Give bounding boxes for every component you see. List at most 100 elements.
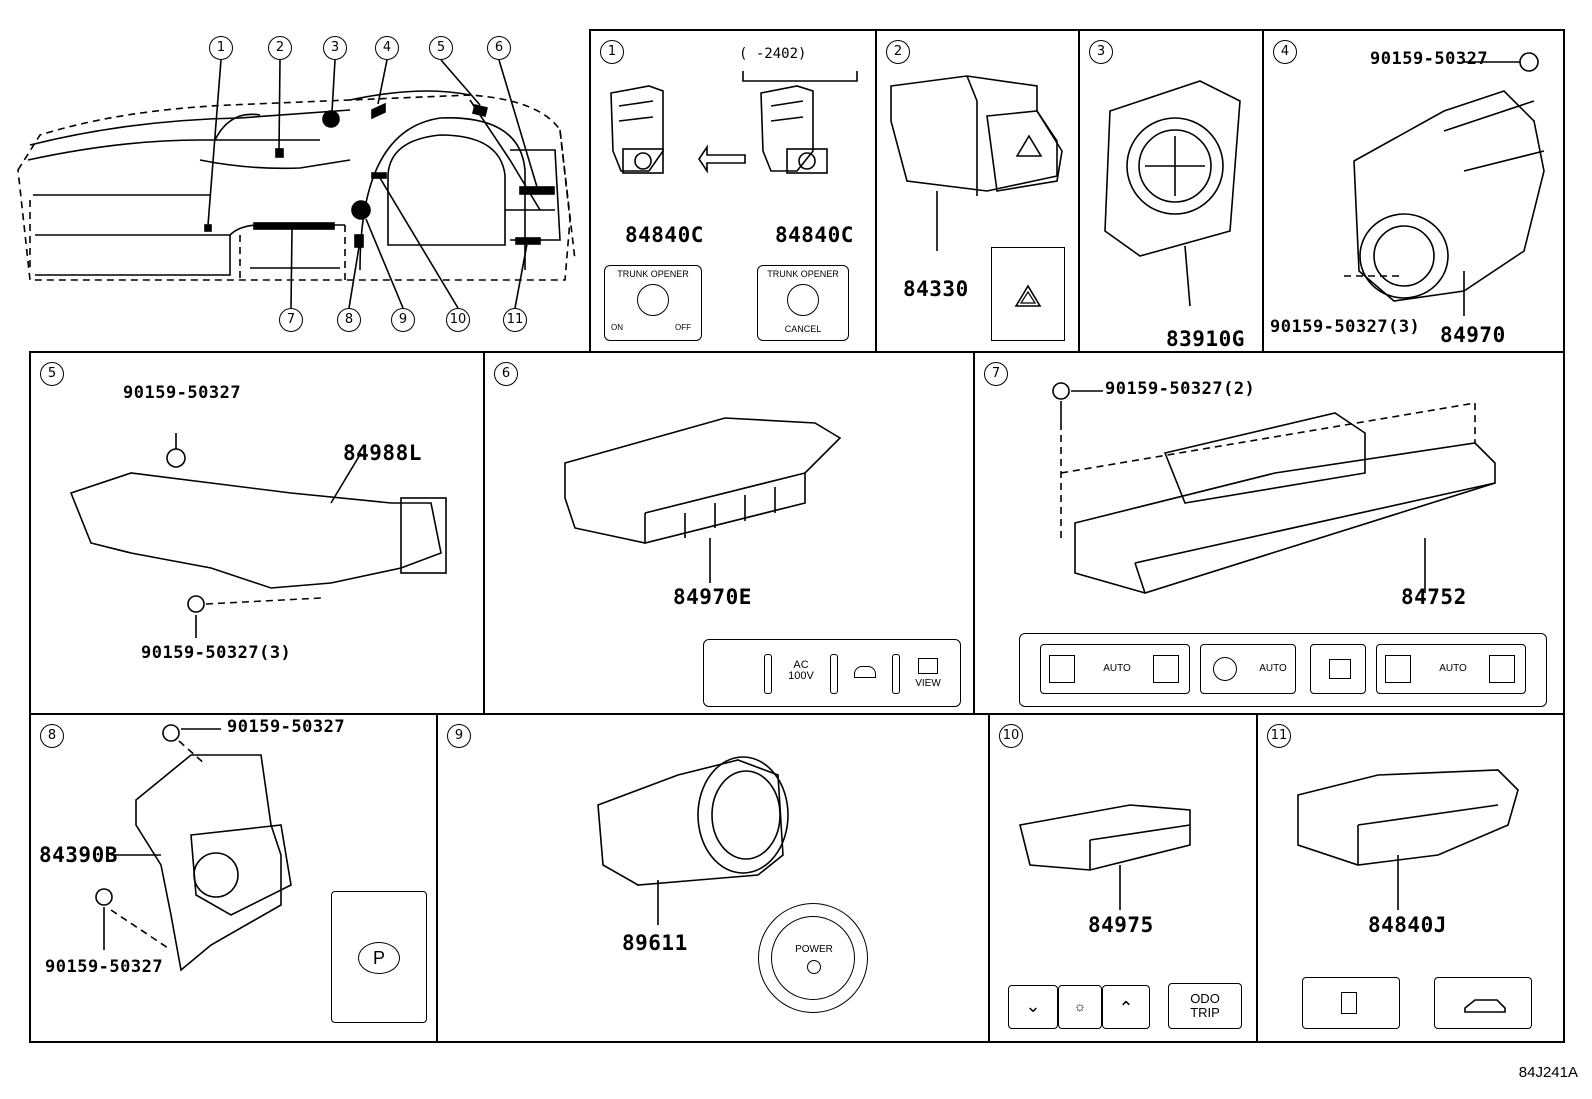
hazard-button-symbol: [991, 247, 1065, 341]
panel-7: 7 90159-50327(2) 84752 AUTO AUTO AUTO: [973, 351, 1565, 715]
panel-3: 3 83910G: [1078, 29, 1264, 353]
fuel-door-button: [1302, 977, 1400, 1029]
overview-callout-7: 7: [279, 308, 303, 332]
bolt-90159-50327-top: 90159-50327: [227, 717, 346, 737]
panel-callout: 5: [40, 362, 64, 386]
overview-callout-4: 4: [375, 36, 399, 60]
part-number-84970E: 84970E: [673, 585, 752, 609]
bolt-90159-50327-x3: 90159-50327(3): [1270, 317, 1421, 337]
plate-on-label: ON: [611, 323, 623, 332]
odo-trip-switch-drawing: [1019, 804, 1191, 910]
fuel-trunk-opener-drawing: [1297, 769, 1519, 910]
power-button-symbol: POWER: [758, 903, 868, 1013]
panel-5: 5 90159-50327 84988L 90159-50327(3): [29, 351, 485, 715]
panel-callout: 3: [1089, 40, 1113, 64]
panel-11: 11 84840J: [1256, 713, 1565, 1043]
trunk-opener-button: [637, 284, 669, 316]
panel-4: 4 90159-50327 84970 90159-50327(3): [1262, 29, 1565, 353]
steering-heater-icon: [1213, 657, 1237, 681]
part-number-84390B: 84390B: [39, 843, 118, 867]
hazard-triangle-icon: [1014, 284, 1042, 307]
bolt-90159-50327-x2: 90159-50327(2): [1105, 379, 1256, 399]
seat-heater-icon: [1049, 655, 1075, 683]
overview-callout-2: 2: [268, 36, 292, 60]
ac-100v-label: AC 100V: [788, 659, 814, 682]
panel-callout: 11: [1267, 724, 1291, 748]
overview-callout-1: 1: [209, 36, 233, 60]
bolt-90159-50327-top: 90159-50327: [1370, 49, 1489, 69]
overview-callout-9: 9: [391, 308, 415, 332]
trunk-opener-cancel-plate: TRUNK OPENER CANCEL: [757, 265, 849, 341]
panel-9: 9 89611 POWER: [436, 713, 990, 1043]
ac-switch-panel: AC 100V VIEW: [703, 639, 961, 707]
part-number-83910G: 83910G: [1166, 327, 1245, 351]
auto-label: AUTO: [1259, 663, 1287, 674]
bolt-90159-50327-bottom: 90159-50327: [45, 957, 164, 977]
trunk-opener-on-off-plate: TRUNK OPENER ON OFF: [604, 265, 702, 341]
overview-callout-10: 10: [446, 308, 470, 332]
auto-label: AUTO: [1103, 663, 1131, 674]
part-number-84840C-left: 84840C: [625, 223, 704, 247]
seat-heater-icon: [1385, 655, 1411, 683]
power-label: POWER: [795, 944, 833, 955]
divider: [830, 654, 838, 694]
camera-view-icon: [918, 658, 938, 674]
part-number-84330: 84330: [903, 277, 969, 301]
panel-callout: 8: [40, 724, 64, 748]
part-number-84975: 84975: [1088, 913, 1154, 937]
panel-callout: 10: [999, 724, 1023, 748]
fuel-door-icon: [1341, 992, 1357, 1014]
panel-callout: 7: [984, 362, 1008, 386]
plate-cancel-label: CANCEL: [784, 324, 822, 334]
parking-brake-switch-drawing: [95, 724, 292, 972]
steering-heater-group: AUTO: [1200, 644, 1296, 694]
dashboard-drawing: [17, 59, 576, 309]
part-number-84840C-right: 84840C: [775, 223, 854, 247]
rear-heater-button: [1310, 644, 1366, 694]
seat-heater-icon: [1153, 655, 1179, 683]
mirror-switch-drawing: [1104, 80, 1241, 307]
ac-outlet-switch-drawing: [564, 417, 842, 583]
panel-callout: 1: [600, 40, 624, 64]
overview-callout-6: 6: [487, 36, 511, 60]
parking-brake-button-symbol: P: [331, 891, 427, 1023]
panel-callout: 2: [886, 40, 910, 64]
overview-callout-5: 5: [429, 36, 453, 60]
panel-2: 2 84330: [875, 29, 1080, 353]
part-number-84988L: 84988L: [343, 441, 422, 465]
trunk-opener-button: [787, 284, 819, 316]
hazard-switch-drawing: [890, 75, 1063, 251]
bolt-90159-50327: 90159-50327: [123, 383, 242, 403]
wiper-icon: [854, 666, 876, 678]
up-button: ⌃: [1102, 985, 1150, 1029]
part-number-89611: 89611: [622, 931, 688, 955]
trunk-opener-switch-drawing: [610, 71, 858, 174]
plate-title: TRUNK OPENER: [767, 269, 839, 279]
trunk-button: [1434, 977, 1532, 1029]
part-number-84840J: 84840J: [1368, 913, 1447, 937]
panel-1: 1 ( -2402) 84840C 84840C TRUNK OPENER ON…: [589, 29, 877, 353]
panel-10: 10 84975 ⌄ ☼ ⌃ ODO TRIP: [988, 713, 1258, 1043]
part-number-84970: 84970: [1440, 323, 1506, 347]
odo-label: ODO: [1190, 991, 1220, 1006]
trip-label: TRIP: [1190, 1005, 1220, 1020]
bolt-90159-50327-x3: 90159-50327(3): [141, 643, 292, 663]
overview-callout-8: 8: [337, 308, 361, 332]
parking-brake-icon: P: [358, 942, 400, 974]
power-button-inner-ring: [771, 916, 855, 1000]
power-icon: [807, 960, 821, 974]
seat-heater-switch-drawing: [1052, 382, 1496, 594]
plate-title: TRUNK OPENER: [617, 269, 689, 279]
overview-callout-3: 3: [323, 36, 347, 60]
seat-heater-panel: AUTO AUTO AUTO: [1019, 633, 1547, 707]
overview-callout-11: 11: [503, 308, 527, 332]
diagram-code: 84J241A: [1518, 1064, 1578, 1081]
trunk-icon: [1464, 999, 1506, 1013]
plate-off-label: OFF: [675, 323, 691, 332]
panel-callout: 4: [1273, 40, 1297, 64]
panel-8: 8 90159-50327 84390B 90159-50327 P: [29, 713, 438, 1043]
part-number-84752: 84752: [1401, 585, 1467, 609]
light-button: ☼: [1058, 985, 1102, 1029]
power-switch-drawing: [597, 756, 789, 925]
wiper-switch-drawing: [69, 433, 447, 638]
